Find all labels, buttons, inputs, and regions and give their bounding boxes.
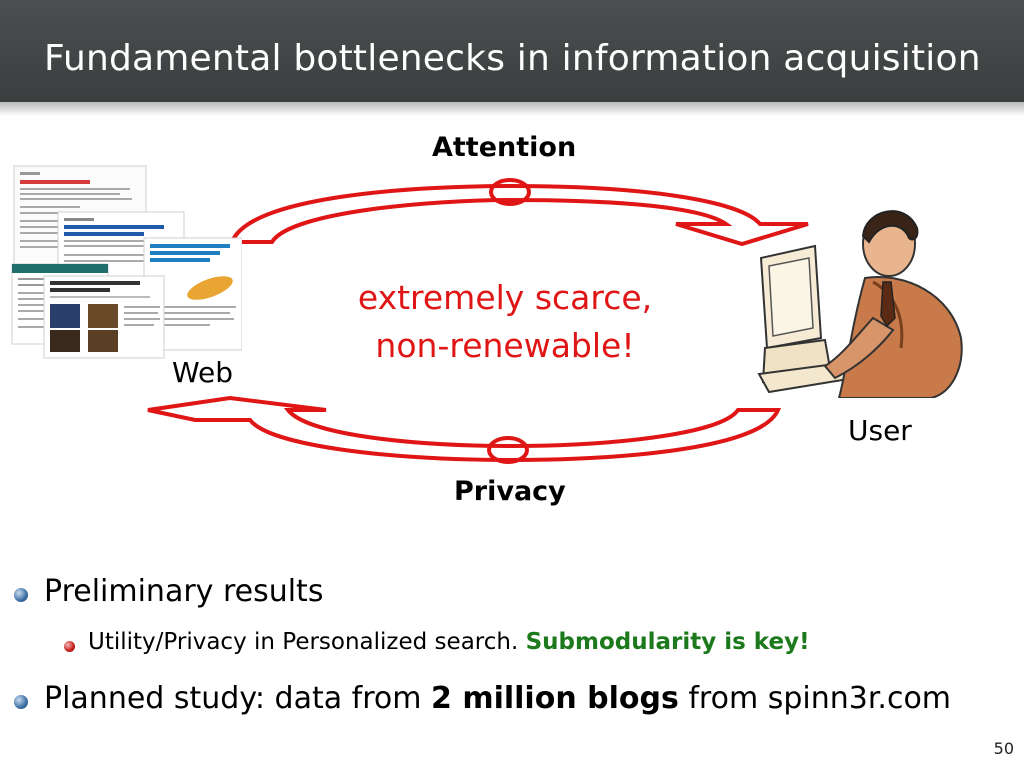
title-bar	[0, 0, 1024, 102]
planned-study-emphasis: 2 million blogs	[431, 681, 679, 716]
privacy-label: Privacy	[454, 476, 566, 507]
privacy-arrow	[147, 395, 782, 463]
bullet-preliminary-results: Preliminary results	[44, 574, 324, 609]
web-blog-screenshots-image	[11, 165, 242, 359]
user-at-computer-icon	[757, 210, 963, 398]
web-label: Web	[172, 356, 234, 389]
title-bar-shadow	[0, 102, 1024, 116]
submodularity-emphasis: Submodularity is key!	[525, 629, 810, 655]
attention-label: Attention	[432, 132, 577, 163]
bullet-icon	[14, 588, 28, 602]
page-number: 50	[993, 739, 1014, 758]
slide-title: Fundamental bottlenecks in information a…	[44, 38, 981, 79]
sub-bullet-icon	[64, 641, 75, 652]
planned-study-prefix: Planned study: data from	[44, 681, 431, 716]
user-label: User	[848, 414, 912, 447]
scarcity-note-line1: extremely scarce,	[357, 278, 653, 317]
planned-study-suffix: from spinn3r.com	[678, 681, 952, 716]
sub-bullet-text: Utility/Privacy in Personalized search.	[88, 629, 526, 655]
attention-ring	[489, 178, 531, 206]
bullet-planned-study: Planned study: data from 2 million blogs…	[44, 681, 951, 716]
sub-bullet-personalized-search: Utility/Privacy in Personalized search. …	[88, 629, 810, 655]
scarcity-note-line2: non-renewable!	[375, 326, 635, 365]
attention-arrow	[229, 183, 809, 247]
privacy-ring	[487, 436, 529, 464]
bullet-icon	[14, 695, 28, 709]
scarcity-note: extremely scarce, non-renewable!	[320, 274, 690, 370]
